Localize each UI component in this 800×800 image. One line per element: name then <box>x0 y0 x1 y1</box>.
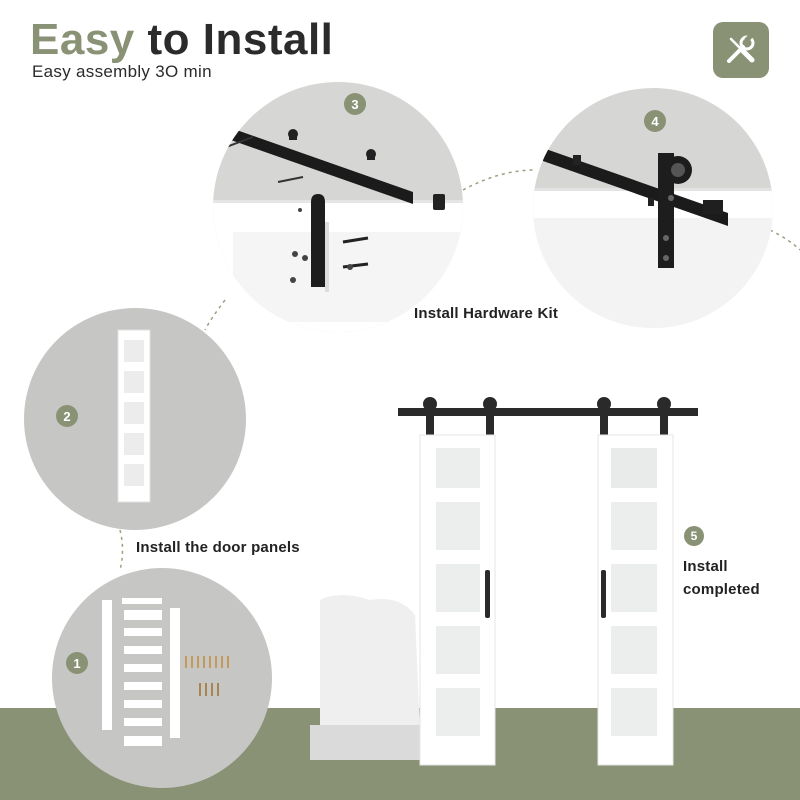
step-5-label-line1: Install <box>683 558 728 575</box>
door-panel-illustration <box>117 329 151 503</box>
step-1-circle <box>52 568 272 788</box>
step-2-number: 2 <box>56 405 78 427</box>
title-accent: Easy <box>30 15 135 64</box>
step-4-number: 4 <box>644 110 666 132</box>
page-title: Easy to Install <box>30 14 333 66</box>
step-3-circle <box>213 82 463 332</box>
panel-parts-illustration <box>102 598 229 746</box>
title-rest: to Install <box>134 15 334 64</box>
hardware-detail-illustration <box>213 127 463 332</box>
step-1-number: 1 <box>66 652 88 674</box>
step-3-number: 3 <box>344 93 366 115</box>
step-4-label: Install Hardware Kit <box>414 305 559 322</box>
step-5-number: 5 <box>684 526 704 546</box>
step-5-label: Install completed <box>683 555 760 601</box>
tools-badge <box>713 22 769 78</box>
wrench-screwdriver-icon <box>727 33 755 63</box>
installed-doors-illustration <box>310 397 698 766</box>
step-2-label: Install the door panels <box>136 539 300 556</box>
step-5-label-line2: completed <box>683 581 760 598</box>
page-subtitle: Easy assembly 3O min <box>32 62 212 81</box>
